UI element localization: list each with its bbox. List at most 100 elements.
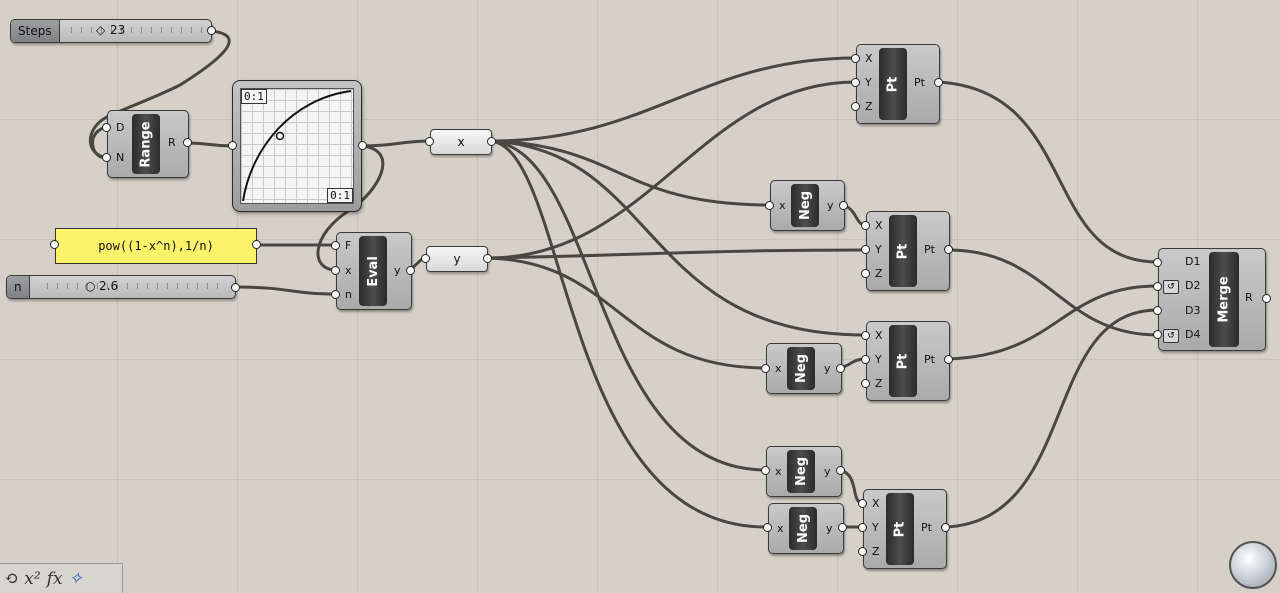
- n-slider-handle[interactable]: ○: [85, 279, 96, 293]
- pt3-y-grip[interactable]: [861, 355, 870, 364]
- merge-output-r: R: [1245, 291, 1253, 304]
- pt2-y-grip[interactable]: [861, 245, 870, 254]
- neg2-in-grip[interactable]: [761, 364, 770, 373]
- x-relay-in-grip[interactable]: [425, 137, 434, 146]
- navigation-orb-icon[interactable]: [1229, 541, 1277, 589]
- pt4-z-grip[interactable]: [858, 547, 867, 556]
- pt3-out-grip[interactable]: [944, 355, 953, 364]
- pt1-output: Pt: [914, 76, 925, 89]
- y-relay-out-grip[interactable]: [483, 254, 492, 263]
- merge-d2-grip[interactable]: [1153, 282, 1162, 291]
- expression-out-grip[interactable]: [252, 240, 261, 249]
- pt4-x-grip[interactable]: [858, 499, 867, 508]
- pt4-y-grip[interactable]: [858, 523, 867, 532]
- merge-d1-grip[interactable]: [1153, 258, 1162, 267]
- merge-r-grip[interactable]: [1262, 294, 1271, 303]
- pt4-title: Pt: [886, 493, 914, 565]
- eval-f-grip[interactable]: [331, 241, 340, 250]
- pt-component-4[interactable]: X Y Z Pt Pt: [863, 489, 947, 569]
- pt1-x-grip[interactable]: [851, 54, 860, 63]
- expression-panel[interactable]: pow((1-x^n),1/n): [55, 228, 257, 264]
- steps-output-grip[interactable]: [207, 26, 216, 35]
- merge-component[interactable]: D1 ↺ D2 D3 ↺ D4 Merge R: [1158, 248, 1266, 351]
- cycle-icon[interactable]: ⟲: [4, 568, 19, 589]
- range-n-grip[interactable]: [102, 153, 111, 162]
- eval-y-grip[interactable]: [406, 266, 415, 275]
- wire-range-to-graph: [185, 141, 235, 148]
- fx-icon[interactable]: fx: [46, 568, 63, 589]
- graph-input-grip[interactable]: [228, 141, 237, 150]
- neg3-output: y: [824, 465, 831, 478]
- eval-component[interactable]: F x n Eval y: [336, 232, 412, 310]
- graph-curve: [242, 90, 352, 202]
- n-output-grip[interactable]: [231, 283, 240, 292]
- wand-icon[interactable]: ✧: [68, 568, 83, 589]
- pt-component-1[interactable]: X Y Z Pt Pt: [856, 44, 940, 124]
- pt3-x-grip[interactable]: [861, 331, 870, 340]
- reverse-icon: ↺: [1163, 280, 1179, 294]
- graph-mapper-plot[interactable]: [240, 88, 354, 204]
- graph-curve-control-point[interactable]: [275, 131, 285, 141]
- neg-component-1[interactable]: x Neg y: [770, 180, 845, 231]
- neg3-input: x: [775, 465, 782, 478]
- pt4-out-grip[interactable]: [941, 523, 950, 532]
- neg2-output: y: [824, 362, 831, 375]
- pt2-input-x: X: [875, 219, 883, 232]
- pt2-output: Pt: [924, 243, 935, 256]
- pt2-out-grip[interactable]: [944, 245, 953, 254]
- neg1-in-grip[interactable]: [765, 201, 774, 210]
- pt1-input-z: Z: [865, 100, 873, 113]
- expression-in-grip[interactable]: [50, 240, 59, 249]
- pt3-input-y: Y: [875, 353, 882, 366]
- pt1-z-grip[interactable]: [851, 102, 860, 111]
- pt1-y-grip[interactable]: [851, 78, 860, 87]
- neg2-out-grip[interactable]: [836, 364, 845, 373]
- range-d-grip[interactable]: [102, 123, 111, 132]
- eval-n-grip[interactable]: [331, 290, 340, 299]
- merge-title: Merge: [1209, 252, 1239, 347]
- neg3-out-grip[interactable]: [836, 466, 845, 475]
- neg4-out-grip[interactable]: [838, 523, 847, 532]
- graph-mapper[interactable]: 0:1 0:1: [232, 80, 362, 212]
- steps-slider-handle[interactable]: ◇: [96, 23, 106, 37]
- neg-component-4[interactable]: x Neg y: [768, 503, 844, 554]
- pt3-z-grip[interactable]: [861, 379, 870, 388]
- merge-d3-grip[interactable]: [1153, 306, 1162, 315]
- range-r-grip[interactable]: [183, 138, 192, 147]
- reverse-icon: ↺: [1163, 329, 1179, 343]
- eval-output-y: y: [394, 264, 401, 277]
- neg3-in-grip[interactable]: [761, 466, 770, 475]
- x-relay[interactable]: x: [430, 129, 492, 155]
- merge-d4-grip[interactable]: [1153, 330, 1162, 339]
- range-component[interactable]: D N Range R: [107, 110, 189, 178]
- steps-slider[interactable]: Steps ◇ 23: [10, 19, 212, 43]
- pt1-input-x: X: [865, 52, 873, 65]
- steps-slider-track: [71, 27, 206, 33]
- merge-input-d4: D4: [1185, 328, 1201, 341]
- pt2-x-grip[interactable]: [861, 221, 870, 230]
- range-title: Range: [132, 114, 160, 174]
- x-relay-out-grip[interactable]: [487, 137, 496, 146]
- pt2-z-grip[interactable]: [861, 269, 870, 278]
- graph-output-grip[interactable]: [358, 141, 367, 150]
- y-relay[interactable]: y: [426, 246, 488, 272]
- canvas-toolbar: ⟲ x² fx ✧: [0, 563, 123, 593]
- n-slider-track: [47, 283, 227, 289]
- pt4-input-y: Y: [872, 521, 879, 534]
- neg-component-3[interactable]: x Neg y: [766, 446, 842, 497]
- y-relay-in-grip[interactable]: [421, 254, 430, 263]
- pt-component-3[interactable]: X Y Z Pt Pt: [866, 321, 950, 401]
- neg1-output: y: [827, 199, 834, 212]
- eval-x-grip[interactable]: [331, 266, 340, 275]
- superscript-x2-icon[interactable]: x²: [24, 568, 41, 589]
- neg-component-2[interactable]: x Neg y: [766, 343, 842, 394]
- neg1-out-grip[interactable]: [839, 201, 848, 210]
- wire-graph-to-x: [360, 139, 434, 148]
- pt-component-2[interactable]: X Y Z Pt Pt: [866, 211, 950, 291]
- n-slider[interactable]: n ○ 2.6: [6, 275, 236, 299]
- neg4-in-grip[interactable]: [763, 523, 772, 532]
- pt1-out-grip[interactable]: [934, 78, 943, 87]
- pt1-input-y: Y: [865, 76, 872, 89]
- n-slider-value: 2.6: [99, 279, 119, 293]
